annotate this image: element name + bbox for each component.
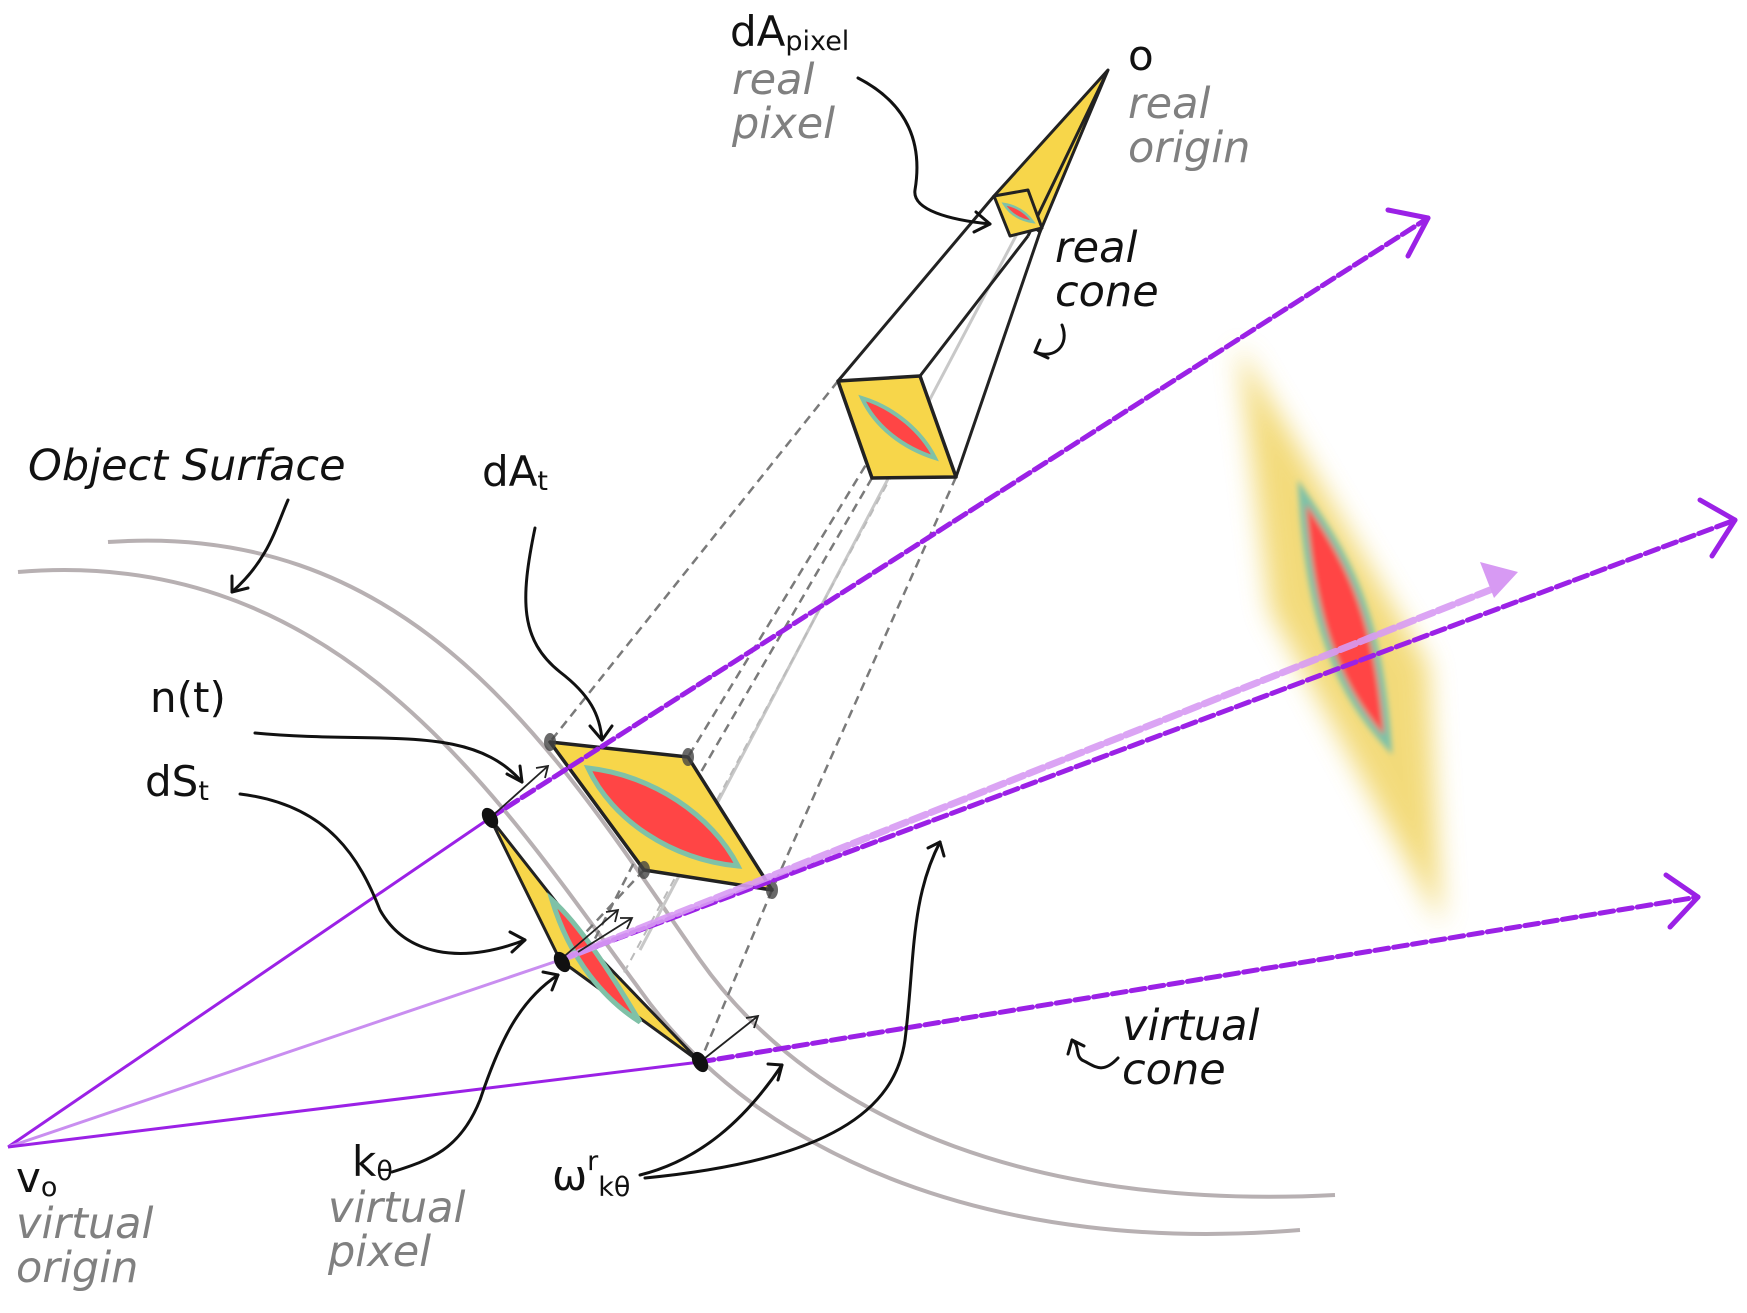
label-virtual-pixel-2: pixel — [327, 1227, 431, 1277]
label-o: o — [1128, 31, 1154, 80]
labels: o real origin dApixel real pixel real co… — [16, 7, 1260, 1293]
center-projection-line-dash — [619, 459, 901, 981]
label-omega: ωrkθ — [552, 1146, 630, 1203]
label-object-surface: Object Surface — [28, 441, 346, 491]
real-cone-edge-left — [836, 195, 996, 382]
label-dS-t: dSt — [145, 757, 209, 807]
projected-footprint — [1238, 345, 1442, 925]
real-cone-footprint — [858, 394, 939, 462]
solid-ray-top — [7, 816, 491, 1149]
label-virtual-origin-2: origin — [16, 1243, 138, 1293]
real-pixel-footprint — [1001, 202, 1036, 224]
virtual-rays-solid — [7, 816, 701, 1149]
label-real-origin-2: origin — [1128, 123, 1250, 173]
label-dA-pixel: dApixel — [730, 7, 849, 57]
projected-footprint-core — [1297, 479, 1393, 755]
label-virtual-origin-1: virtual — [16, 1199, 154, 1249]
arrow-dA-t — [524, 526, 604, 742]
arrow-omega-bottom — [638, 1063, 784, 1177]
label-v-o: vo — [16, 1153, 57, 1203]
vertex-center — [553, 951, 571, 973]
vertex-bottom — [691, 1051, 709, 1073]
surface-curve-inner — [17, 568, 1301, 1236]
dA-t-footprint — [583, 765, 743, 869]
label-real-cone-1: real — [1055, 223, 1137, 273]
dashed-ray-top — [487, 215, 1431, 821]
virtual-cone-rays — [487, 207, 1738, 1065]
real-cone-edge-right — [954, 231, 1042, 478]
real-cone — [836, 68, 1110, 480]
label-virtual-cone-1: virtual — [1122, 1001, 1260, 1051]
vertex-top — [481, 807, 499, 829]
label-real-cone-2: cone — [1055, 267, 1159, 317]
object-surface — [17, 538, 1336, 1236]
dashed-ray-bottom — [697, 894, 1701, 1065]
arrow-k-theta — [390, 973, 560, 1174]
dashed-ray-center — [556, 586, 1494, 964]
arrow-omega-middle — [643, 840, 942, 1180]
arrowhead-center — [1480, 562, 1518, 598]
label-real-pixel-2: pixel — [731, 99, 835, 149]
solid-ray-center — [7, 958, 561, 1149]
dA-t-patch — [544, 733, 778, 899]
dashed-ray-middle — [557, 517, 1738, 963]
annotation-arrows — [230, 76, 1120, 1180]
arrowhead-top — [1385, 207, 1431, 259]
surface-vertices — [481, 807, 709, 1073]
arrow-dA-pixel — [856, 76, 992, 226]
arrowhead-middle — [1697, 497, 1738, 559]
arrow-dS-t — [238, 792, 527, 955]
arrowhead-bottom — [1663, 872, 1701, 930]
arrow-n-t — [253, 731, 524, 784]
label-dA-t: dAt — [482, 447, 548, 497]
dA-t-vertices — [544, 733, 778, 899]
surface-curve-outer — [107, 538, 1336, 1199]
normal-arrows — [489, 764, 760, 1063]
label-n-t: n(t) — [150, 673, 226, 722]
label-virtual-cone-2: cone — [1122, 1045, 1226, 1095]
real-cone-edge-inner — [918, 235, 1030, 377]
arrow-virtual-cone — [1070, 1038, 1120, 1070]
solid-ray-bottom — [7, 1060, 701, 1149]
label-real-origin-1: real — [1128, 79, 1210, 129]
label-virtual-pixel-1: virtual — [328, 1183, 466, 1233]
label-real-pixel-1: real — [732, 55, 814, 105]
arrow-object-surface — [230, 498, 290, 594]
label-k-theta: kθ — [352, 1137, 393, 1187]
